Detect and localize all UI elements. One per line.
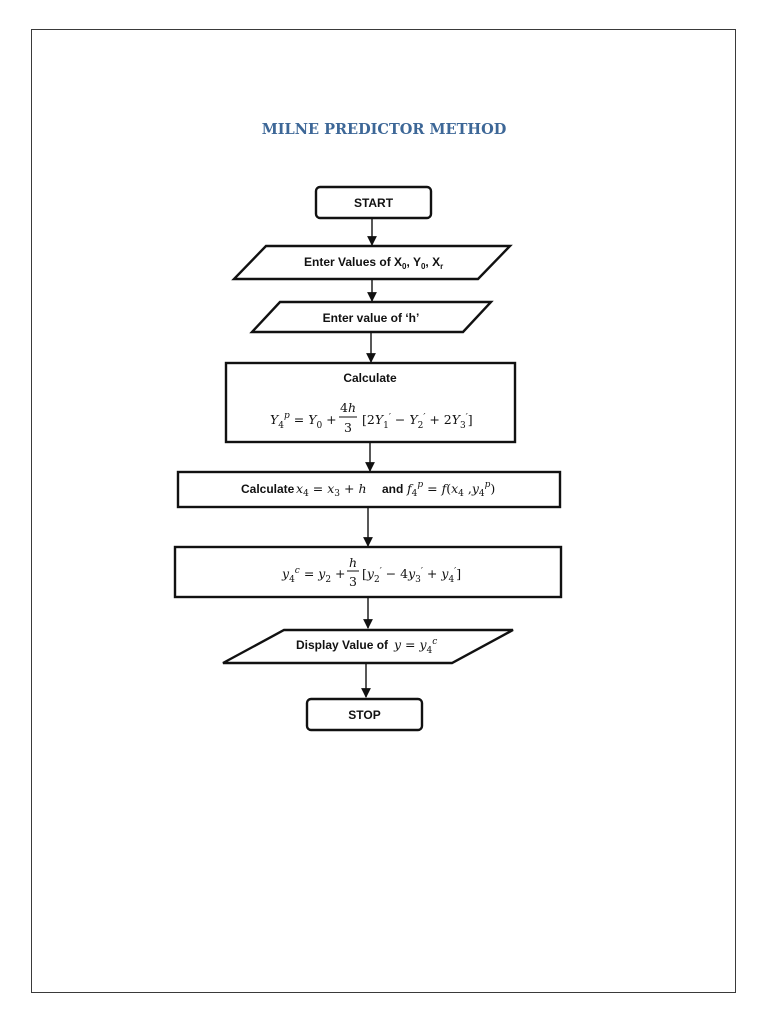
svg-text:3: 3 bbox=[349, 574, 357, 589]
calc-x4-node: Calculate x4 = x3 + h and f4p = f(x4 ,y4… bbox=[176, 470, 562, 509]
flow-arrows bbox=[361, 218, 377, 698]
predictor-label: Calculate bbox=[343, 371, 397, 385]
input-values-label: Enter Values of X0, Y0, Xr bbox=[304, 255, 443, 271]
input-h-label: Enter value of ‘h’ bbox=[323, 311, 420, 325]
calc-x4-label: Calculate bbox=[241, 482, 295, 496]
display-node: Display Value of y = y4c bbox=[222, 628, 514, 665]
svg-text:[y2′ − 4y3′ + y4′]: [y2′ − 4y3′ + y4′] bbox=[362, 566, 461, 585]
calc-x4-and: and bbox=[382, 482, 403, 496]
start-label: START bbox=[354, 196, 394, 210]
page-title: MILNE PREDICTOR METHOD bbox=[261, 121, 507, 138]
stop-node: STOP bbox=[305, 697, 424, 732]
display-label: Display Value of bbox=[296, 638, 389, 652]
start-node: START bbox=[314, 185, 433, 220]
calc-f4p-formula: f4p = f(x4 ,y4p) bbox=[406, 480, 495, 499]
page-border bbox=[31, 29, 736, 993]
calc-x4-formula: x4 = x3 + h bbox=[296, 481, 367, 499]
predictor-node: Calculate Y4p = Y0 + 4h 3 [2Y1′ − Y2′ + … bbox=[224, 361, 517, 444]
svg-text:h: h bbox=[349, 555, 357, 570]
svg-text:3: 3 bbox=[344, 420, 352, 435]
input-values-node: Enter Values of X0, Y0, Xr bbox=[231, 244, 513, 281]
display-formula: y = y4c bbox=[393, 637, 437, 656]
input-h-node: Enter value of ‘h’ bbox=[249, 300, 494, 334]
corrector-node: y4c = y2 + h 3 [y2′ − 4y3′ + y4′] bbox=[173, 545, 563, 599]
svg-text:4h: 4h bbox=[340, 400, 356, 415]
stop-label: STOP bbox=[348, 708, 380, 722]
